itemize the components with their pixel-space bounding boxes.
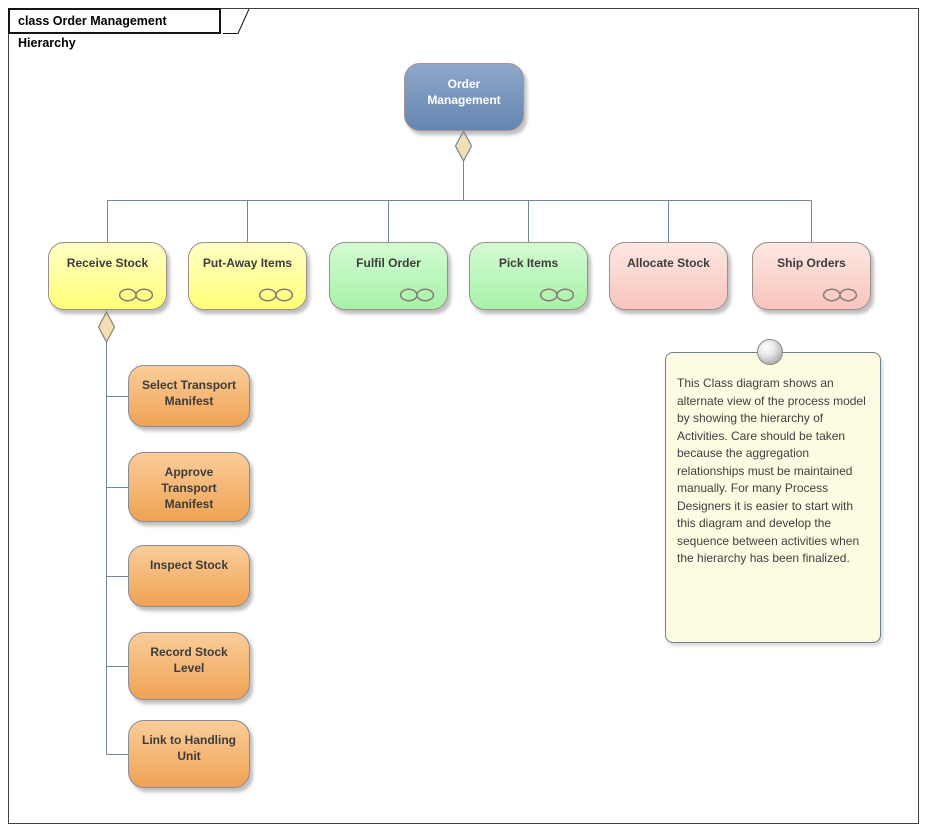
node-inspect-stock[interactable]: Inspect Stock [128,545,250,607]
composite-activity-icon [118,288,154,302]
node-label: Order Management [427,77,501,107]
node-label: Put-Away Items [202,256,293,270]
aggregation-diamond-top[interactable] [454,129,473,163]
node-label: Select Transport Manifest [141,378,237,408]
aggregation-connector-sub[interactable] [106,342,129,755]
node-label: Record Stock Level [150,645,228,675]
node-select-transport-manifest[interactable]: Select Transport Manifest [128,365,250,427]
composite-activity-icon [399,288,435,302]
node-approve-transport-manifest[interactable]: Approve Transport Manifest [128,452,250,522]
note-element[interactable]: This Class diagram shows an alternate vi… [665,352,881,643]
node-fulfil-order[interactable]: Fulfil Order [329,242,448,310]
diagram-title: class Order Management Hierarchy [18,14,167,50]
note-pin-sphere-icon [757,339,783,365]
node-ship-orders[interactable]: Ship Orders [752,242,871,310]
diagram-title-tab: class Order Management Hierarchy [8,8,221,50]
node-allocate-stock[interactable]: Allocate Stock [609,242,728,310]
node-record-stock-level[interactable]: Record Stock Level [128,632,250,700]
composite-activity-icon [539,288,575,302]
node-put-away-items[interactable]: Put-Away Items [188,242,307,310]
node-pick-items[interactable]: Pick Items [469,242,588,310]
composite-activity-icon [258,288,294,302]
frame-tab-tail [223,8,250,34]
node-label: Inspect Stock [149,558,229,572]
aggregation-connector-top[interactable] [107,160,812,242]
node-order-management[interactable]: Order Management [404,63,524,131]
aggregation-diamond-sub[interactable] [97,310,116,344]
node-label: Allocate Stock [627,256,710,270]
node-label: Approve Transport Manifest [161,465,217,511]
node-label: Ship Orders [777,256,846,270]
node-link-to-handling-unit[interactable]: Link to Handling Unit [128,720,250,788]
node-receive-stock[interactable]: Receive Stock [48,242,167,310]
node-label: Pick Items [498,256,559,270]
note-text: This Class diagram shows an alternate vi… [677,376,866,565]
node-label: Receive Stock [66,256,149,270]
node-label: Fulfil Order [356,256,421,270]
composite-activity-icon [822,288,858,302]
node-label: Link to Handling Unit [142,733,236,763]
